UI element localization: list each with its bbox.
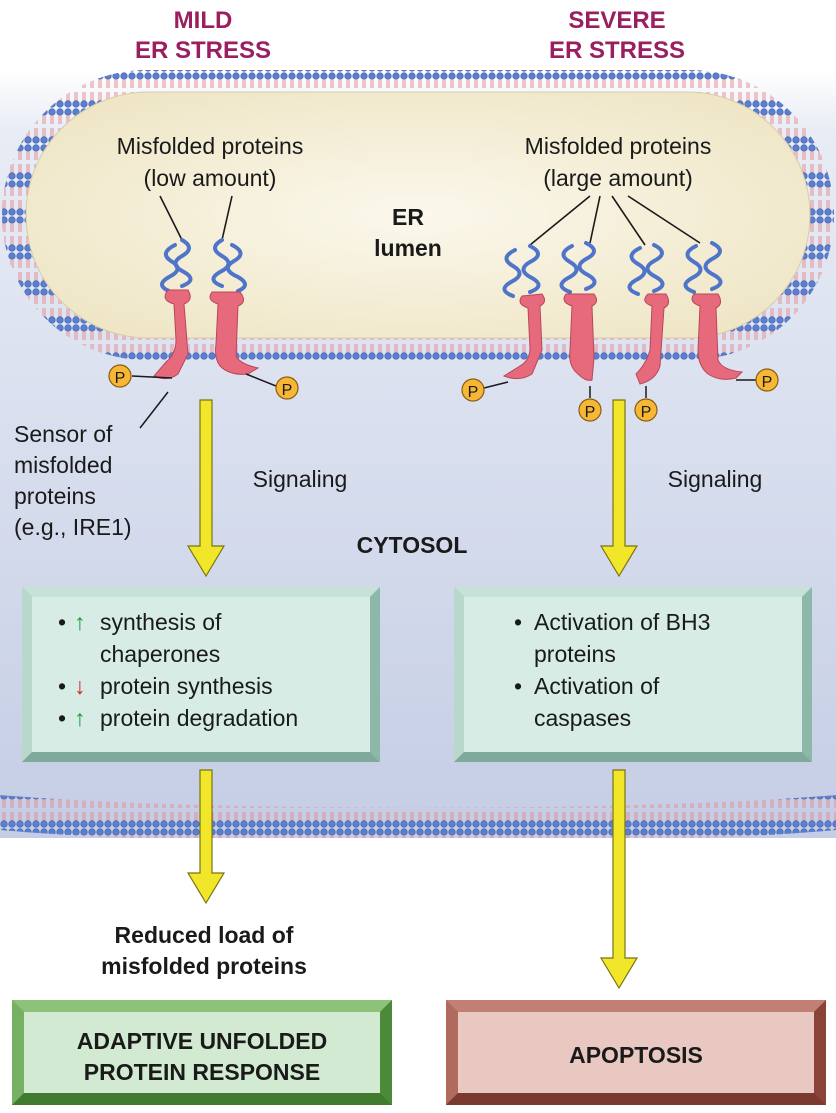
reduced-load-line1: Reduced load of bbox=[115, 922, 294, 948]
bullet: • bbox=[58, 673, 67, 699]
er-lumen-label-line2: lumen bbox=[374, 235, 442, 261]
header-mild-line2: ER STRESS bbox=[135, 37, 271, 64]
sensor-protein-left-a bbox=[153, 238, 193, 380]
er-lumen-label-line1: ER bbox=[392, 204, 424, 230]
list-item-continuation: caspases bbox=[514, 702, 794, 734]
adaptive-upr-line2: PROTEIN RESPONSE bbox=[84, 1059, 320, 1085]
list-item-text: caspases bbox=[534, 705, 632, 731]
bullet: • bbox=[514, 609, 523, 635]
signaling-right-label: Signaling bbox=[668, 466, 763, 492]
misfolded-left-line1: Misfolded proteins bbox=[117, 133, 304, 159]
list-item: • Activation of bbox=[514, 670, 794, 702]
sensor-label-line4: (e.g., IRE1) bbox=[14, 514, 132, 540]
phosphate-label: P bbox=[585, 404, 596, 421]
list-item-text: protein synthesis bbox=[100, 673, 273, 699]
misfolded-right-line1: Misfolded proteins bbox=[525, 133, 712, 159]
arrow-down-icon bbox=[186, 769, 226, 905]
phosphate-icon bbox=[108, 364, 132, 388]
phosphate-label: P bbox=[115, 370, 126, 387]
misfolded-left-line2: (low amount) bbox=[144, 165, 277, 191]
list-item-text: Activation of BH3 bbox=[534, 609, 711, 635]
list-item-text: protein degradation bbox=[100, 705, 299, 731]
arrow-down-icon: ↓ bbox=[74, 673, 86, 699]
phosphate-icon bbox=[461, 378, 485, 402]
header-mild-line1: MILD bbox=[174, 7, 233, 34]
bullet: • bbox=[58, 705, 67, 731]
adaptive-upr-line1: ADAPTIVE UNFOLDED bbox=[77, 1028, 327, 1054]
arrow-up-icon: ↑ bbox=[74, 609, 86, 635]
phosphate-label: P bbox=[641, 404, 652, 421]
arrow-down-icon bbox=[186, 399, 226, 578]
arrow-down-icon bbox=[599, 769, 639, 990]
sensor-protein-right-a bbox=[502, 244, 546, 380]
phosphate-groups: P P P P P P bbox=[108, 364, 779, 422]
bullet: • bbox=[58, 609, 67, 635]
sensor-protein-left-b bbox=[209, 238, 260, 375]
apoptosis-box: APOPTOSIS bbox=[446, 1000, 826, 1105]
phosphate-label: P bbox=[468, 384, 479, 401]
header-severe-line1: SEVERE bbox=[568, 7, 665, 34]
apoptosis-label: APOPTOSIS bbox=[569, 1042, 703, 1068]
misfolded-right-line2: (large amount) bbox=[543, 165, 693, 191]
header-severe-line2: ER STRESS bbox=[549, 37, 685, 64]
list-item: • Activation of BH3 bbox=[514, 606, 794, 638]
adaptive-upr-box: ADAPTIVE UNFOLDED PROTEIN RESPONSE bbox=[12, 1000, 392, 1105]
sensor-protein-right-b bbox=[559, 241, 598, 381]
cytosol-label: CYTOSOL bbox=[357, 532, 468, 558]
left-box-list: • ↑ synthesis of chaperones • ↓ protein … bbox=[58, 606, 368, 734]
list-item-text: chaperones bbox=[100, 641, 221, 667]
sensor-label-line3: proteins bbox=[14, 483, 96, 509]
phosphate-icon bbox=[634, 398, 658, 422]
list-item-continuation: chaperones bbox=[58, 638, 368, 670]
list-item-continuation: proteins bbox=[514, 638, 794, 670]
left-response-box bbox=[22, 587, 380, 762]
er-lumen bbox=[25, 91, 811, 339]
phosphate-icon bbox=[755, 368, 779, 392]
bullet: • bbox=[514, 673, 523, 699]
list-item-text: Activation of bbox=[534, 673, 660, 699]
list-item: • ↑ synthesis of bbox=[58, 606, 368, 638]
sensor-protein-right-c bbox=[627, 243, 670, 385]
sensor-protein-right-d bbox=[683, 241, 744, 380]
reduced-load-line2: misfolded proteins bbox=[101, 953, 307, 979]
arrow-down-icon bbox=[599, 399, 639, 578]
list-item: • ↓ protein synthesis bbox=[58, 670, 368, 702]
list-item: • ↑ protein degradation bbox=[58, 702, 368, 734]
phosphate-label: P bbox=[282, 382, 293, 399]
right-box-list: • Activation of BH3 proteins • Activatio… bbox=[514, 606, 794, 734]
signaling-left-label: Signaling bbox=[253, 466, 348, 492]
right-response-box bbox=[454, 587, 812, 762]
arrow-up-icon: ↑ bbox=[74, 705, 86, 731]
signaling-arrows bbox=[186, 399, 639, 990]
list-item-text: synthesis of bbox=[100, 609, 222, 635]
phosphate-icon bbox=[578, 398, 602, 422]
sensor-leader-line bbox=[139, 391, 169, 429]
phosphate-icon bbox=[275, 376, 299, 400]
phosphate-label: P bbox=[762, 374, 773, 391]
sensor-label-line1: Sensor of bbox=[14, 421, 113, 447]
misfolded-leader-lines bbox=[159, 195, 701, 246]
list-item-text: proteins bbox=[534, 641, 616, 667]
sensor-label-line2: misfolded bbox=[14, 452, 112, 478]
